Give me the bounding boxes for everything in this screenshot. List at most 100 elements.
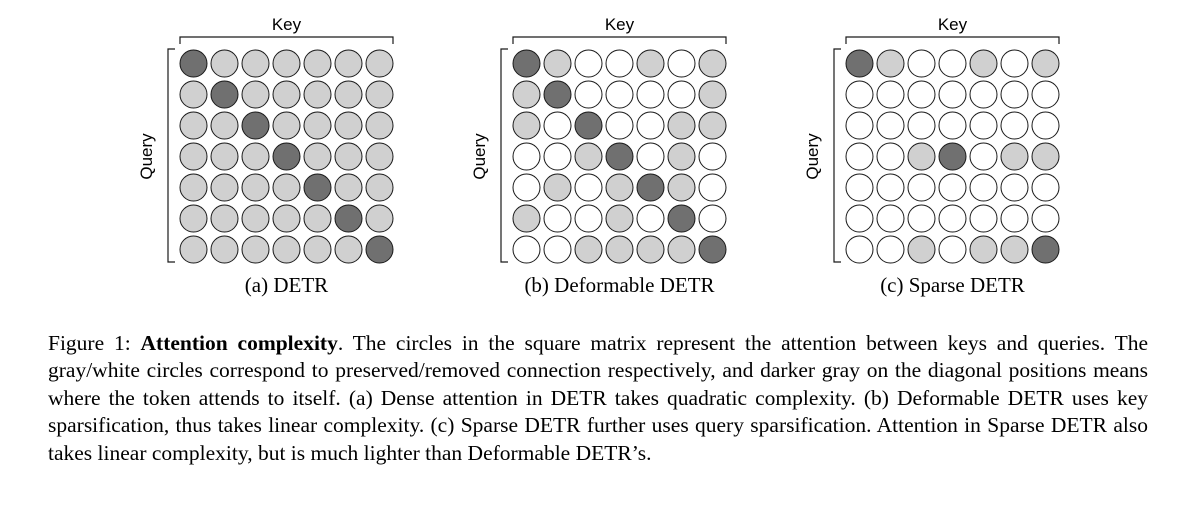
removed-connection-circle xyxy=(605,49,634,78)
key-label: Key xyxy=(938,15,968,34)
preserved-connection-circle xyxy=(241,80,270,109)
preserved-connection-circle xyxy=(969,235,998,264)
preserved-connection-circle xyxy=(605,173,634,202)
removed-connection-circle xyxy=(876,204,905,233)
removed-connection-circle xyxy=(845,235,874,264)
removed-connection-circle xyxy=(667,49,696,78)
removed-connection-circle xyxy=(512,235,541,264)
self-attention-circle xyxy=(845,49,874,78)
removed-connection-circle xyxy=(512,142,541,171)
removed-connection-circle xyxy=(574,173,603,202)
preserved-connection-circle xyxy=(1031,49,1060,78)
removed-connection-circle xyxy=(636,111,665,140)
removed-connection-circle xyxy=(969,173,998,202)
preserved-connection-circle xyxy=(241,204,270,233)
key-bracket xyxy=(512,36,727,44)
removed-connection-circle xyxy=(938,173,967,202)
preserved-connection-circle xyxy=(512,80,541,109)
self-attention-circle xyxy=(543,80,572,109)
removed-connection-circle xyxy=(574,204,603,233)
query-bracket xyxy=(833,48,841,263)
preserved-connection-circle xyxy=(1031,142,1060,171)
preserved-connection-circle xyxy=(543,49,572,78)
removed-connection-circle xyxy=(969,80,998,109)
preserved-connection-circle xyxy=(365,111,394,140)
preserved-connection-circle xyxy=(272,80,301,109)
preserved-connection-circle xyxy=(605,204,634,233)
preserved-connection-circle xyxy=(667,235,696,264)
removed-connection-circle xyxy=(512,173,541,202)
preserved-connection-circle xyxy=(272,111,301,140)
query-bracket xyxy=(167,48,175,263)
self-attention-circle xyxy=(605,142,634,171)
preserved-connection-circle xyxy=(698,111,727,140)
removed-connection-circle xyxy=(845,204,874,233)
panel-subcaption: (a) DETR xyxy=(245,273,328,297)
preserved-connection-circle xyxy=(272,49,301,78)
preserved-connection-circle xyxy=(334,173,363,202)
removed-connection-circle xyxy=(698,204,727,233)
panel-subcaption: (c) Sparse DETR xyxy=(880,273,1025,297)
removed-connection-circle xyxy=(969,142,998,171)
preserved-connection-circle xyxy=(303,80,332,109)
preserved-connection-circle xyxy=(543,173,572,202)
removed-connection-circle xyxy=(574,80,603,109)
removed-connection-circle xyxy=(1031,204,1060,233)
preserved-connection-circle xyxy=(303,49,332,78)
self-attention-circle xyxy=(512,49,541,78)
preserved-connection-circle xyxy=(636,49,665,78)
removed-connection-circle xyxy=(845,142,874,171)
removed-connection-circle xyxy=(667,80,696,109)
preserved-connection-circle xyxy=(303,111,332,140)
self-attention-circle xyxy=(1031,235,1060,264)
caption-prefix: Figure 1: xyxy=(48,330,141,355)
removed-connection-circle xyxy=(605,111,634,140)
preserved-connection-circle xyxy=(876,49,905,78)
preserved-connection-circle xyxy=(969,49,998,78)
preserved-connection-circle xyxy=(272,173,301,202)
key-bracket xyxy=(845,36,1060,44)
removed-connection-circle xyxy=(876,111,905,140)
self-attention-circle xyxy=(636,173,665,202)
removed-connection-circle xyxy=(876,173,905,202)
removed-connection-circle xyxy=(698,142,727,171)
preserved-connection-circle xyxy=(179,142,208,171)
key-label: Key xyxy=(272,15,302,34)
removed-connection-circle xyxy=(574,49,603,78)
removed-connection-circle xyxy=(907,111,936,140)
removed-connection-circle xyxy=(969,111,998,140)
removed-connection-circle xyxy=(969,204,998,233)
preserved-connection-circle xyxy=(334,80,363,109)
self-attention-circle xyxy=(667,204,696,233)
removed-connection-circle xyxy=(636,80,665,109)
removed-connection-circle xyxy=(876,142,905,171)
preserved-connection-circle xyxy=(179,204,208,233)
preserved-connection-circle xyxy=(179,111,208,140)
preserved-connection-circle xyxy=(667,173,696,202)
query-bracket xyxy=(500,48,508,263)
removed-connection-circle xyxy=(543,142,572,171)
removed-connection-circle xyxy=(605,80,634,109)
preserved-connection-circle xyxy=(210,204,239,233)
removed-connection-circle xyxy=(543,235,572,264)
preserved-connection-circle xyxy=(334,235,363,264)
removed-connection-circle xyxy=(1031,111,1060,140)
removed-connection-circle xyxy=(938,80,967,109)
self-attention-circle xyxy=(574,111,603,140)
removed-connection-circle xyxy=(907,49,936,78)
preserved-connection-circle xyxy=(241,173,270,202)
removed-connection-circle xyxy=(938,204,967,233)
removed-connection-circle xyxy=(543,111,572,140)
removed-connection-circle xyxy=(1031,173,1060,202)
removed-connection-circle xyxy=(1000,49,1029,78)
removed-connection-circle xyxy=(876,235,905,264)
removed-connection-circle xyxy=(698,173,727,202)
self-attention-circle xyxy=(303,173,332,202)
preserved-connection-circle xyxy=(241,142,270,171)
preserved-connection-circle xyxy=(365,80,394,109)
self-attention-circle xyxy=(365,235,394,264)
removed-connection-circle xyxy=(1000,80,1029,109)
